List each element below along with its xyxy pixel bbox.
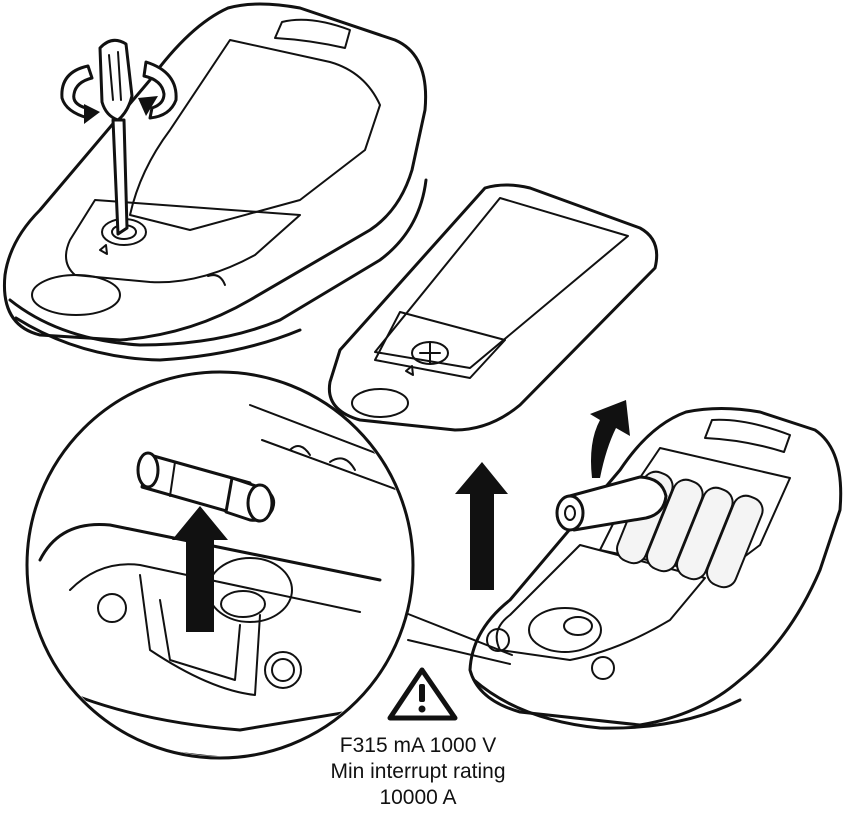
fuse-detail-magnifier [27,372,420,760]
warning-triangle-icon [390,670,455,718]
fuse-interrupt-label: Min interrupt rating [318,760,518,784]
up-arrow-icon [455,462,508,590]
fuse-interrupt-value: 10000 A [318,786,518,810]
fuse-rating-text: F315 mA 1000 V [318,734,518,758]
meter-back-closed [4,4,426,360]
